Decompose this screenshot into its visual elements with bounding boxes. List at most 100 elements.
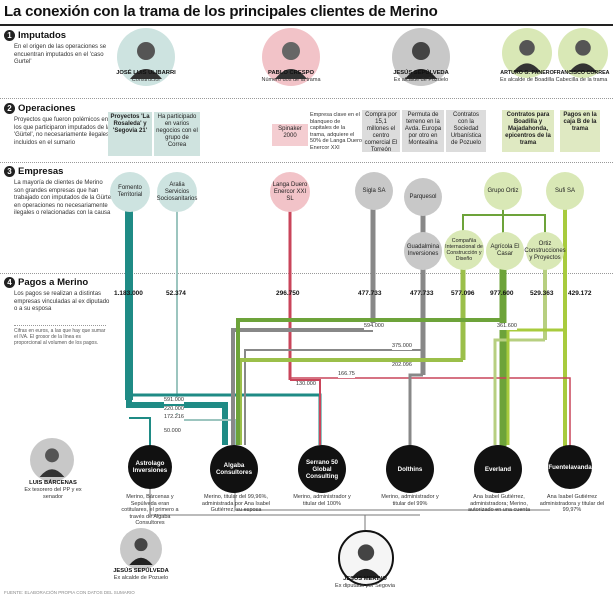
operacion-box: Pagos en la caja B de la trama <box>560 110 600 152</box>
flow-label: 202.096 <box>392 362 412 369</box>
empresa-node: Aralia Servicios Sociosanitarios <box>157 172 197 212</box>
flow-label: 130.000 <box>296 381 316 388</box>
receptor-desc: Ana Isabel Gutiérrez, administradora; Me… <box>467 494 531 513</box>
pago-amount: 477.733 <box>410 290 434 297</box>
empresa-node: Ortiz Construcciones y Proyectos <box>524 232 566 270</box>
flow-line <box>493 338 545 445</box>
receptor-node: Astrolago Inversiones <box>128 445 172 489</box>
flow-line <box>290 377 571 445</box>
pago-amount: 1.183.000 <box>114 290 143 297</box>
person-icon <box>405 42 437 79</box>
receptor-node: Serrano 50 Global Consulting <box>298 445 346 493</box>
person-icon <box>513 40 541 72</box>
imputado-name: JOSÉ LUIS ULIBARRI <box>116 70 176 76</box>
flow-label: 166.75 <box>338 371 355 378</box>
avatar <box>558 28 608 78</box>
empresa-node: Agrícola El Casar <box>486 232 524 270</box>
receptor-desc: Merino, administrador y titular del 100% <box>293 494 351 507</box>
flow-line <box>244 349 423 445</box>
person-role: Ex alcalde de Pozuelo <box>113 575 169 581</box>
flow-label: 375.000 <box>392 343 412 350</box>
divider <box>0 98 613 99</box>
flow-line <box>290 379 321 445</box>
avatar <box>30 438 74 482</box>
empresa-node: Guadalmina Inversiones <box>404 232 442 270</box>
person-name: JESÚS SEPÚLVEDA <box>113 568 169 574</box>
pago-amount: 529.363 <box>530 290 554 297</box>
operacion-box: Permuta de terreno en la Avda. Europa po… <box>402 110 444 152</box>
person-icon <box>275 42 307 79</box>
imputado-name: PABLO CRESPO <box>268 70 314 76</box>
flow-label: 591.000 <box>164 397 184 404</box>
avatar <box>262 28 320 86</box>
receptor-desc: Ana Isabel Gutiérrez administradora y ti… <box>539 494 605 513</box>
person-icon <box>39 448 65 477</box>
receptor-desc: Merino, titular del 99,96%, administrada… <box>201 494 271 513</box>
avatar <box>392 28 450 86</box>
flow-line <box>231 328 373 445</box>
pago-amount: 577.096 <box>451 290 475 297</box>
operacion-box: Ha participado en varios negocios con el… <box>154 112 200 156</box>
flow-line <box>408 373 423 450</box>
imputado-role: Constructor <box>131 77 161 83</box>
section-empresas-desc: La mayoría de clientes de Merino son gra… <box>14 180 113 216</box>
pago-amount: 977.600 <box>490 290 514 297</box>
flow-label: 50.000 <box>164 428 181 435</box>
pago-amount: 477.733 <box>358 290 382 297</box>
operacion-text: Empresa clave en el blanqueo de capitale… <box>310 112 362 151</box>
source-credit: FUENTE: ELABORACIÓN PROPIA CON DATOS DEL… <box>4 590 135 595</box>
connector-line <box>149 478 420 516</box>
pago-amount: 296.750 <box>276 290 300 297</box>
receptor-node: Fuentelavanda <box>548 445 592 489</box>
legend-note: Cifras en euros, a las que hay que sumar… <box>14 325 106 346</box>
divider <box>0 273 613 274</box>
flow-line <box>503 214 546 240</box>
title-rule <box>0 24 613 26</box>
person-icon <box>130 42 162 79</box>
operacion-box: Contratos con la Sociedad Urbanística de… <box>446 110 486 152</box>
section-imputados-desc: En el origen de las operaciones se encue… <box>14 44 107 65</box>
pago-amount: 429.172 <box>568 290 592 297</box>
avatar <box>117 28 175 86</box>
avatar <box>120 528 162 570</box>
flow-label: 361.600 <box>497 323 517 330</box>
person-icon <box>569 40 597 72</box>
flow-label: 594.000 <box>364 323 384 330</box>
imputado-name: ARTURO G. PANERO <box>500 70 554 76</box>
imputado-role: Cabecilla de la trama <box>555 77 608 83</box>
imputado-role: Ex alcalde de Boadilla <box>499 77 555 83</box>
flow-label: 172.216 <box>164 414 184 421</box>
imputado-name: FRANCISCO CORREA <box>553 70 610 76</box>
section-operaciones-desc: Proyectos que fueron polémicos en los qu… <box>14 117 115 146</box>
empresa-node: Sigla SA <box>355 172 393 210</box>
imputado-role: Ex alcalde de Pozuelo <box>393 77 449 83</box>
flow-line <box>236 318 503 445</box>
empresa-node: Grupo Ortiz <box>484 172 522 210</box>
receptor-node: Everland <box>474 445 522 493</box>
person-role: Ex tesorero del PP y ex senador <box>24 487 82 500</box>
person-name: LUIS BÁRCENAS <box>29 480 77 486</box>
operacion-box: Proyectos 'La Rosaleda' y 'Segovia 21' <box>108 112 152 156</box>
imputado-name: JESÚS SEPÚLVEDA <box>393 70 449 76</box>
operacion-box: Spinaker 2000 <box>272 124 308 146</box>
operacion-box: Contratos para Boadilla y Majadahonda, e… <box>502 110 554 152</box>
operacion-box: Compra por 15,1 millones el centro comer… <box>362 110 400 153</box>
divider <box>0 162 613 163</box>
pago-amount: 52.374 <box>166 290 186 297</box>
flow-line <box>129 417 151 450</box>
flow-line <box>506 328 565 445</box>
avatar <box>338 530 394 586</box>
receptor-desc: Merino, Bárcenas y Sepúlveda eran cotitu… <box>121 494 179 526</box>
empresa-node: Parquesol <box>404 178 442 216</box>
empresa-node: Compañía Internacional de Construcción y… <box>444 230 484 270</box>
empresa-node: Fomento Territorial <box>110 172 150 212</box>
empresa-node: Sufi SA <box>546 172 584 210</box>
person-icon <box>129 538 153 565</box>
flow-line <box>126 400 228 445</box>
flow-label: 220.000 <box>164 406 184 413</box>
person-role: Ex diputado por Segovia <box>335 583 395 589</box>
